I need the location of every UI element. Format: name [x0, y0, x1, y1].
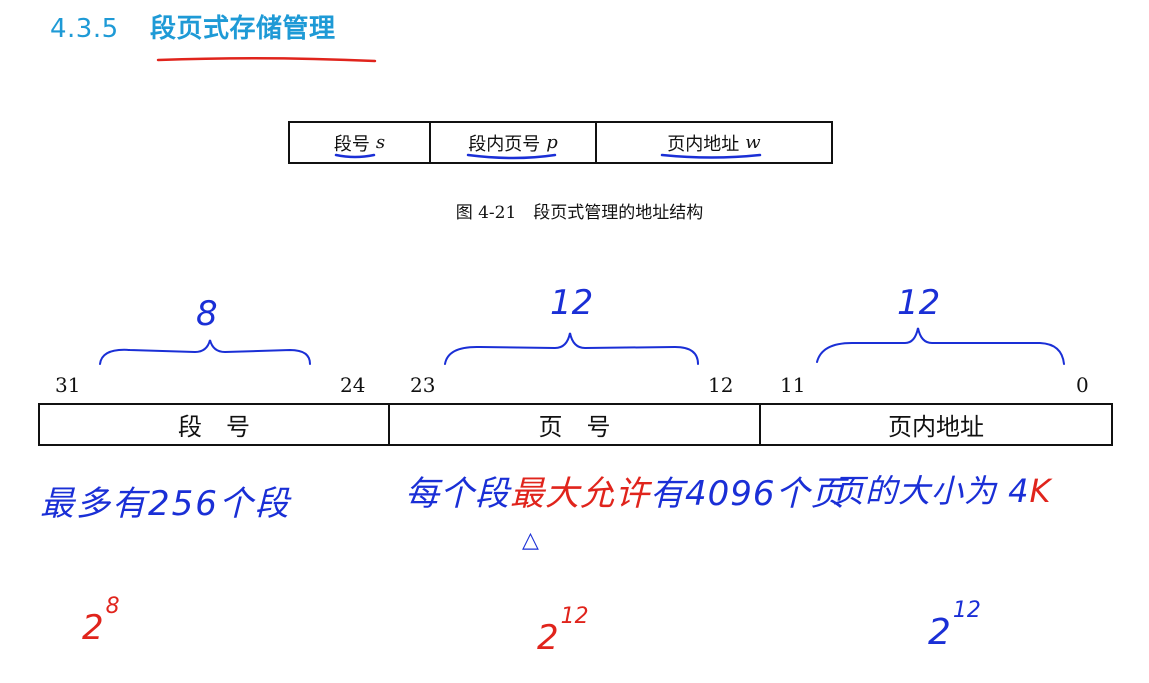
- page-number-label: 段内页号: [468, 133, 541, 155]
- page-number-var: p: [546, 132, 558, 153]
- power-pages-exp: 12: [560, 604, 589, 629]
- note-pages-prefix: 每个段: [405, 474, 510, 514]
- power-pages: 212: [537, 604, 589, 658]
- bit-label-24: 24: [340, 373, 366, 397]
- brace-offset: [816, 327, 1065, 365]
- figure-caption: 图 4-21 段页式管理的地址结构: [455, 203, 704, 223]
- segment-number-var: s: [375, 132, 386, 153]
- bit-label-11: 11: [780, 373, 806, 397]
- bit-label-0: 0: [1076, 373, 1089, 397]
- power-offset-base: 2: [928, 612, 951, 653]
- section-heading: 4.3.5 段页式存储管理: [50, 8, 336, 45]
- bit-label-12: 12: [708, 373, 734, 397]
- offset-field: 页内地址: [888, 413, 984, 441]
- power-segments: 28: [82, 594, 120, 648]
- section-title: 段页式存储管理: [150, 14, 336, 44]
- note-page-size-unit: K: [1029, 472, 1052, 510]
- power-offset: 212: [928, 598, 981, 653]
- note-page-size: 页的大小为 4K: [832, 466, 1052, 512]
- bit-label-31: 31: [55, 373, 81, 397]
- bit-label-23: 23: [410, 373, 436, 397]
- note-segments: 最多有256个段: [40, 484, 291, 524]
- brace-count-segment: 8: [196, 294, 218, 334]
- note-page-size-text: 页的大小为 4: [832, 472, 1030, 510]
- power-offset-exp: 12: [952, 598, 981, 623]
- page-field: 页 号: [390, 405, 761, 444]
- brace-count-offset: 12: [897, 283, 941, 323]
- note-pages-emphasis: 最大允许: [510, 474, 650, 514]
- note-pages: 每个段最大允许有4096个页: [405, 466, 846, 515]
- heading-underline: [156, 56, 377, 63]
- brace-count-page: 12: [550, 283, 594, 323]
- note-pages-suffix: 有4096个页: [650, 474, 846, 514]
- power-segments-base: 2: [82, 608, 104, 648]
- page-offset-var: w: [745, 132, 761, 153]
- section-number: 4.3.5: [50, 14, 119, 44]
- segment-field: 段 号: [40, 405, 390, 444]
- power-segments-exp: 8: [105, 594, 120, 619]
- triangle-mark: △: [522, 528, 539, 553]
- brace-page: [444, 332, 699, 365]
- page-offset-label: 页内地址: [667, 133, 740, 155]
- brace-segment: [99, 339, 311, 365]
- segment-number-label: 段号: [333, 133, 370, 155]
- power-pages-base: 2: [537, 618, 559, 658]
- bit-layout-bar: 段 号 页 号 页内地址: [38, 403, 1113, 446]
